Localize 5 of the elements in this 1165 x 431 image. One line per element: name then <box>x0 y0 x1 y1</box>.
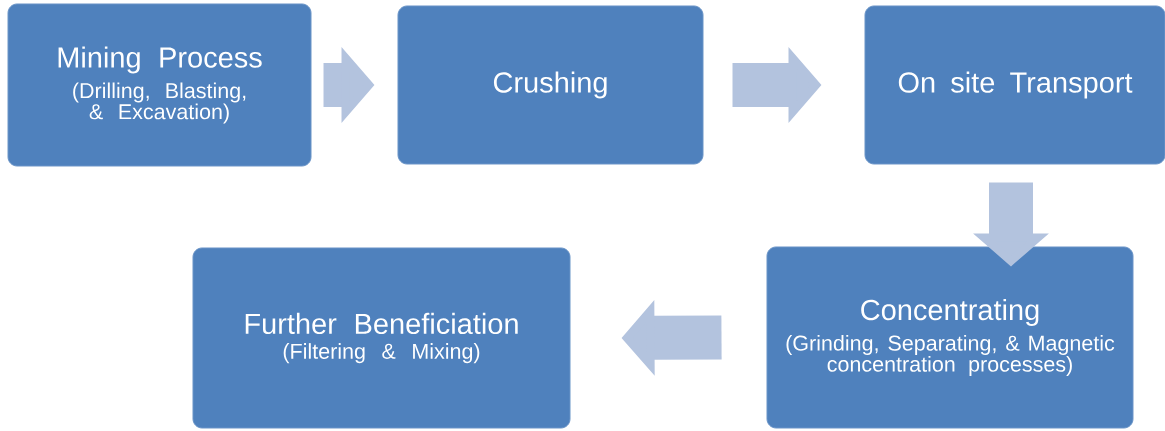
process-box: On site Transport <box>864 5 1165 165</box>
process-box: Concentrating (Grinding, Separating, & Magnetic concentration processes) <box>766 246 1134 429</box>
process-box: Mining Process (Drilling, Blasting, & Excavation) <box>7 3 312 167</box>
process-box: Crushing <box>397 5 704 165</box>
process-box: Further Beneficiation (Filtering & Mixing) <box>192 247 571 429</box>
